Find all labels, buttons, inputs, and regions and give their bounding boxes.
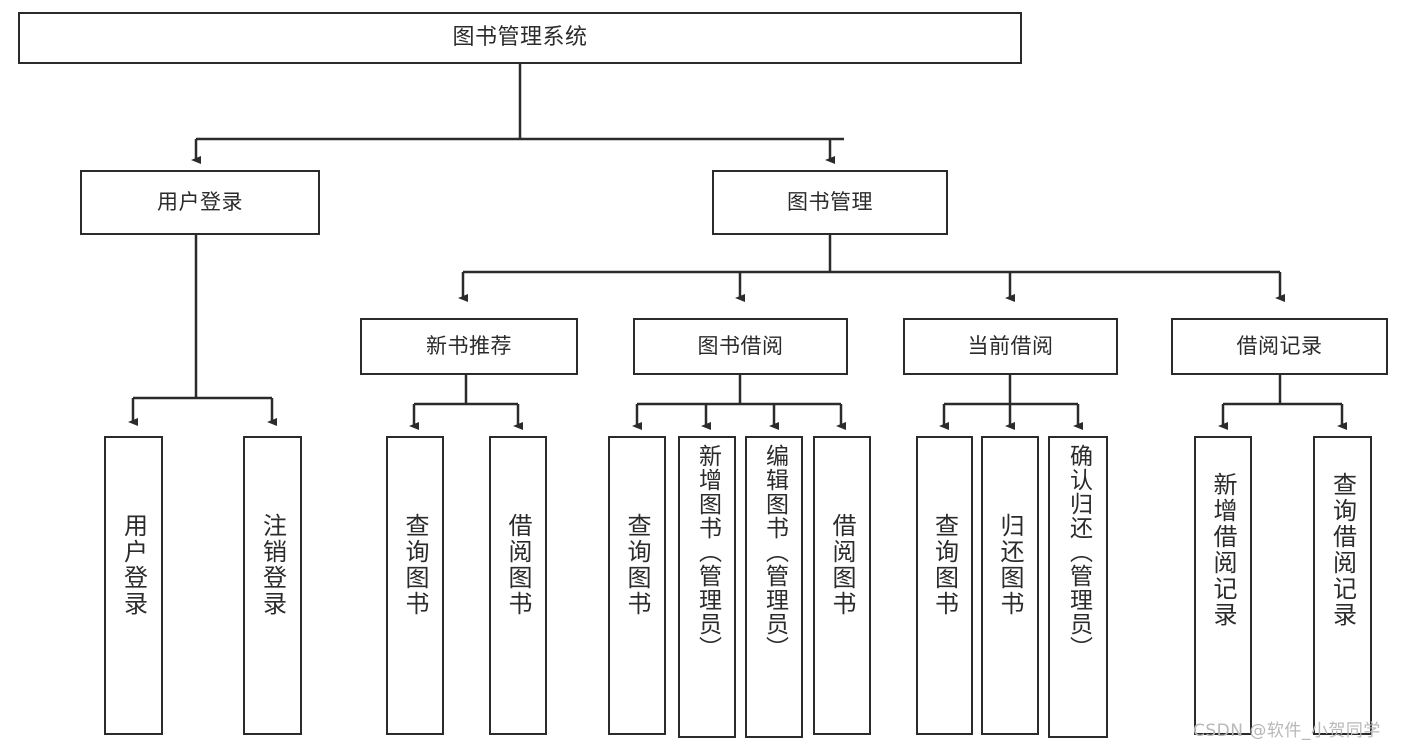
leaf-current-query-book[interactable]: 查询图书	[916, 436, 973, 735]
csdn-watermark: CSDN @软件_小贺同学	[1193, 721, 1381, 741]
node-book-borrow[interactable]: 图书借阅	[633, 318, 848, 375]
node-label: 编辑图书（管理员）	[761, 444, 788, 660]
leaf-borrow-borrow-book[interactable]: 借阅图书	[813, 436, 871, 735]
node-label: 确认归还（管理员）	[1065, 444, 1092, 660]
node-label: 借阅图书	[828, 513, 856, 617]
node-label: 用户登录	[119, 513, 148, 617]
leaf-borrow-add-book[interactable]: 新增图书（管理员）	[678, 436, 736, 738]
node-label: 图书管理系统	[452, 25, 588, 51]
node-label: 新增图书（管理员）	[694, 444, 721, 660]
node-label: 当前借阅	[967, 334, 1054, 359]
node-label: 查询图书	[930, 513, 959, 617]
leaf-borrow-query-book[interactable]: 查询图书	[608, 436, 666, 735]
node-label: 查询图书	[623, 513, 651, 617]
node-current-borrow[interactable]: 当前借阅	[903, 318, 1118, 375]
leaf-new-book-query[interactable]: 查询图书	[386, 436, 444, 735]
leaf-current-return-book[interactable]: 归还图书	[981, 436, 1039, 735]
node-label: 借阅图书	[504, 513, 532, 617]
node-label: 新增借阅记录	[1209, 472, 1237, 628]
node-label: 借阅记录	[1236, 334, 1323, 359]
node-user-login[interactable]: 用户登录	[80, 170, 320, 235]
leaf-new-book-borrow[interactable]: 借阅图书	[489, 436, 547, 735]
leaf-user-login-do[interactable]: 用户登录	[104, 436, 163, 735]
node-label: 图书借阅	[697, 334, 784, 359]
node-label: 查询借阅记录	[1328, 472, 1357, 628]
node-label: 用户登录	[157, 190, 243, 215]
leaf-current-confirm-return[interactable]: 确认归还（管理员）	[1048, 436, 1108, 738]
node-label: 新书推荐	[426, 334, 512, 359]
node-book-management[interactable]: 图书管理	[712, 170, 948, 235]
leaf-record-add[interactable]: 新增借阅记录	[1194, 436, 1252, 735]
node-new-book-recommend[interactable]: 新书推荐	[360, 318, 578, 375]
node-label: 图书管理	[787, 190, 873, 215]
node-borrow-record[interactable]: 借阅记录	[1171, 318, 1388, 375]
node-label: 注销登录	[258, 513, 287, 617]
leaf-borrow-edit-book[interactable]: 编辑图书（管理员）	[745, 436, 803, 738]
leaf-user-logout[interactable]: 注销登录	[243, 436, 302, 735]
node-label: 查询图书	[401, 513, 429, 617]
leaf-record-query[interactable]: 查询借阅记录	[1313, 436, 1372, 735]
node-label: 归还图书	[996, 513, 1024, 617]
node-root-system[interactable]: 图书管理系统	[18, 12, 1022, 64]
